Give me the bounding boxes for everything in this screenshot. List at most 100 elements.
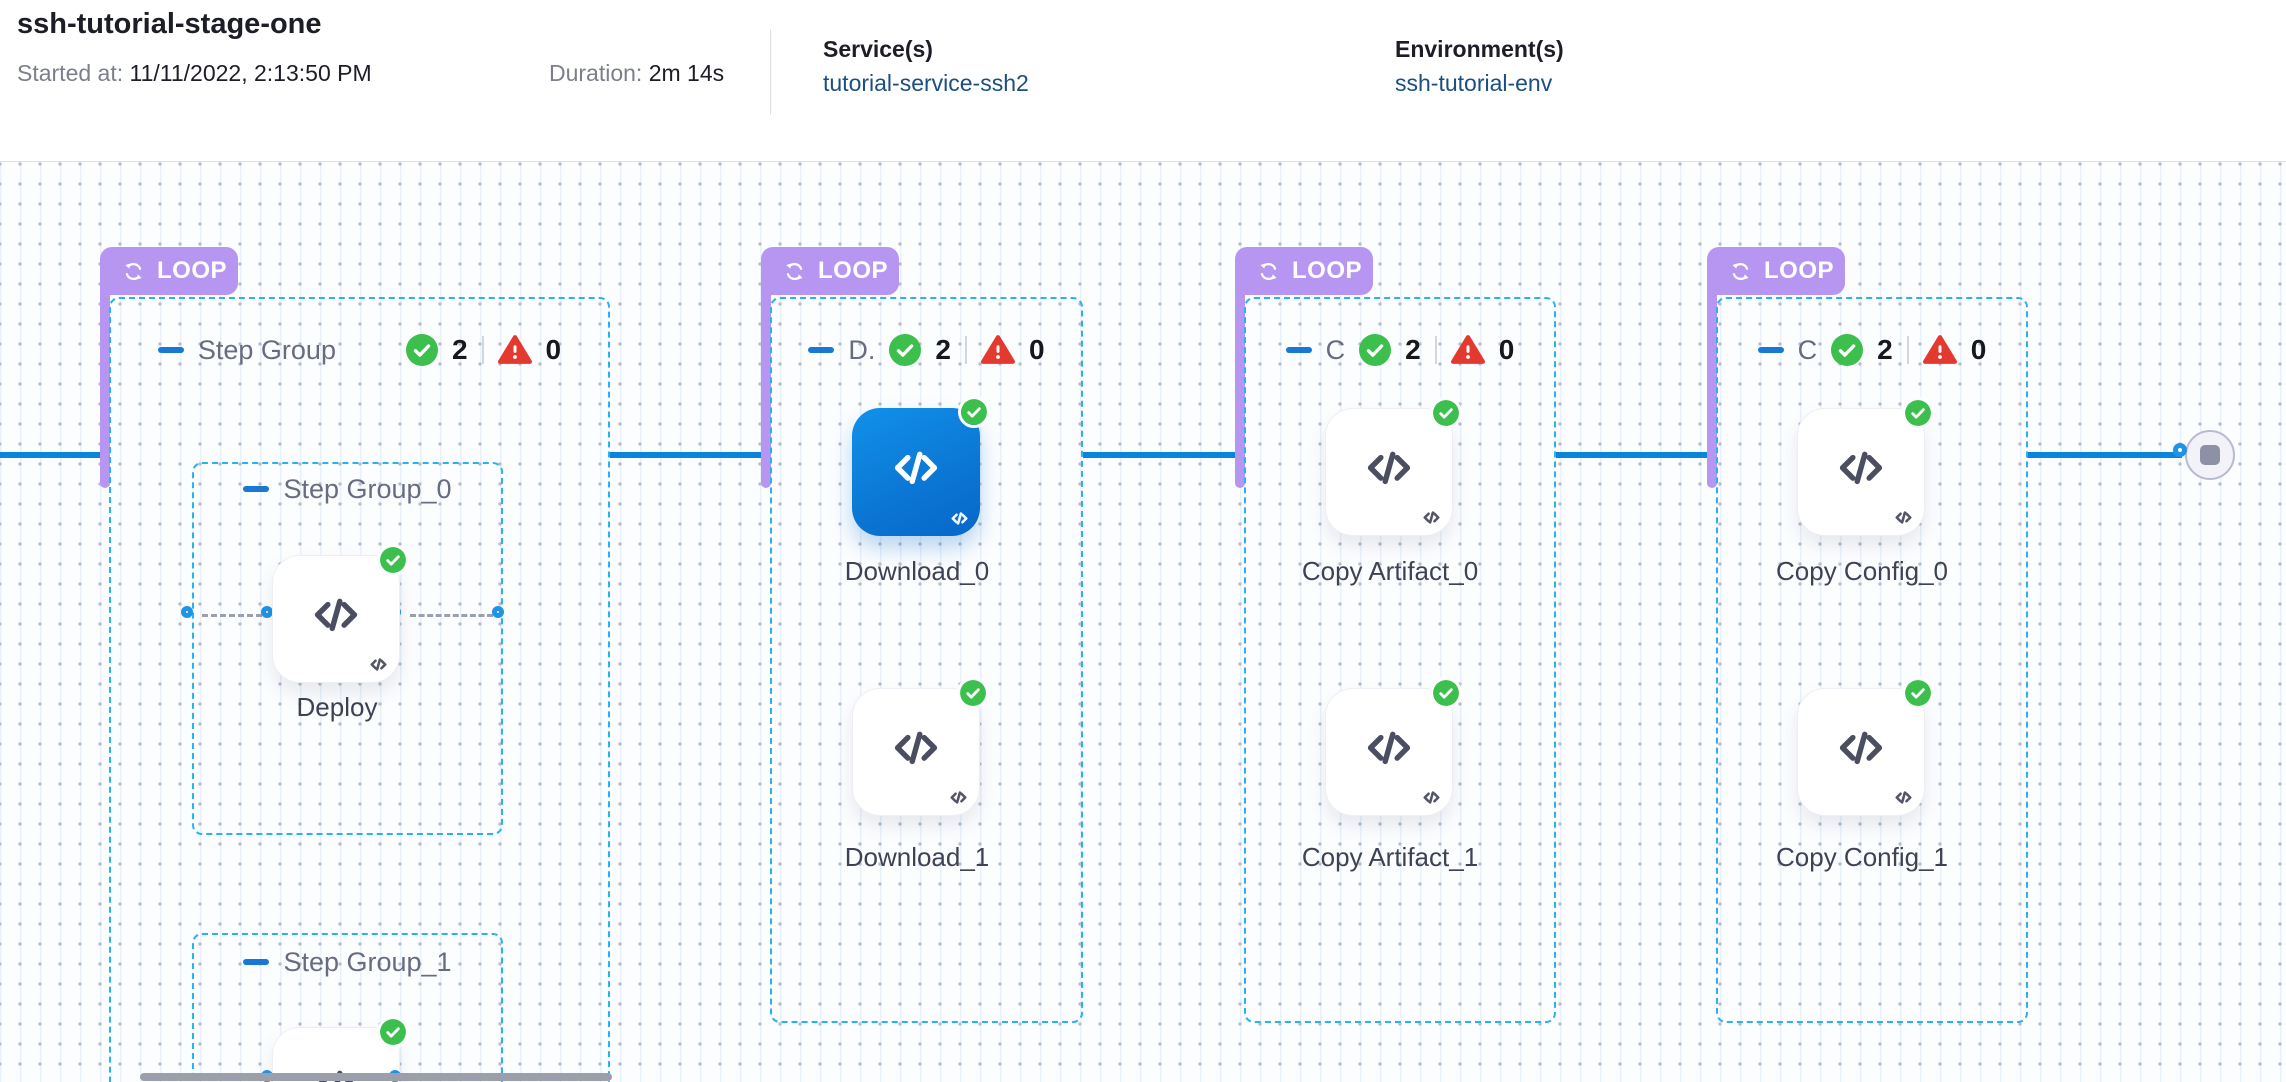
horizontal-scrollbar-thumb[interactable] (140, 1073, 612, 1081)
group-header-4: C 2 0 (1716, 330, 2028, 370)
duration-value: 2m 14s (648, 60, 725, 86)
step-node-copy-artifact-0[interactable] (1325, 397, 1462, 536)
check-circle-icon (958, 396, 990, 428)
connector-pin (181, 606, 193, 618)
code-brackets-icon (310, 589, 362, 641)
step-group-box-1 (109, 297, 610, 1082)
group-title: C (1797, 334, 1818, 365)
loop-ribbon (761, 270, 771, 488)
flow-line (2027, 452, 2182, 458)
code-brackets-icon (1363, 442, 1415, 494)
flow-line (0, 452, 110, 458)
header-divider (770, 30, 771, 114)
loop-ribbon (100, 270, 110, 488)
step-label: Copy Artifact_1 (1301, 842, 1479, 872)
code-brackets-icon (950, 509, 969, 528)
check-circle-icon (1831, 334, 1863, 366)
loop-ribbon (1707, 270, 1717, 488)
step-group-box-2 (770, 297, 1083, 1023)
loop-badge-label: LOOP (1764, 257, 1835, 284)
code-brackets-icon (1894, 508, 1913, 527)
step-node-copy-artifact-1[interactable] (1325, 677, 1462, 816)
collapse-icon[interactable] (243, 959, 270, 965)
warning-triangle-icon (981, 333, 1015, 367)
services-label: Service(s) (823, 36, 933, 62)
environment-link[interactable]: ssh-tutorial-env (1395, 70, 1553, 96)
check-circle-icon (1902, 397, 1934, 429)
group-header-2: D. 2 0 (770, 330, 1083, 370)
failed-count: 0 (1029, 334, 1045, 365)
loop-badge[interactable]: LOOP (1707, 247, 1845, 295)
group-title: Step Group (197, 334, 336, 365)
collapse-icon[interactable] (808, 347, 835, 353)
step-group-box-3 (1244, 297, 1556, 1023)
check-circle-icon (377, 1016, 409, 1048)
stage-title: ssh-tutorial-stage-one (17, 8, 322, 40)
connector-pin (261, 606, 273, 618)
loop-arrows-icon (120, 258, 147, 285)
count-divider (1906, 336, 1909, 364)
check-circle-icon (1430, 677, 1462, 709)
check-circle-icon (1359, 334, 1391, 366)
success-count: 2 (1877, 334, 1893, 365)
pipeline-canvas[interactable]: LOOP LOOP LOOP LOOP Step Group 2 0 (0, 162, 2286, 1082)
step-node-copy-config-0[interactable] (1797, 397, 1934, 536)
stop-circle-icon (2185, 430, 2235, 480)
success-count: 2 (935, 334, 951, 365)
step-label: Deploy (296, 692, 378, 722)
inner-step-group-1-box (192, 933, 503, 1082)
count-divider (481, 336, 484, 364)
step-node-download-1[interactable] (852, 677, 989, 816)
code-brackets-icon (369, 655, 388, 674)
failed-count: 0 (1498, 334, 1515, 365)
code-brackets-icon (1835, 442, 1887, 494)
environments-label: Environment(s) (1395, 36, 1564, 62)
check-circle-icon (377, 544, 409, 576)
inner-step-group-0-box (192, 462, 503, 835)
collapse-icon[interactable] (1285, 347, 1312, 353)
failed-count: 0 (545, 334, 562, 365)
connector-pin (492, 606, 504, 618)
stop-square (2200, 445, 2220, 465)
step-node-partial[interactable] (272, 1016, 409, 1082)
loop-badge-label: LOOP (818, 257, 889, 284)
count-divider (1434, 336, 1437, 364)
check-circle-icon (889, 334, 921, 366)
step-node-copy-config-1[interactable] (1797, 677, 1934, 816)
code-brackets-icon (890, 722, 942, 774)
group-header-3: C 2 0 (1244, 330, 1556, 370)
step-node-download-0[interactable] (852, 396, 990, 536)
group-header-1: Step Group 2 0 (109, 330, 610, 370)
group-title: C (1325, 334, 1346, 365)
step-label: Copy Artifact_0 (1301, 556, 1479, 586)
inner-group-header-1: Step Group_1 (192, 945, 503, 979)
check-circle-icon (957, 677, 989, 709)
collapse-icon[interactable] (157, 347, 184, 353)
code-brackets-icon (890, 442, 942, 494)
collapse-icon[interactable] (1757, 347, 1784, 353)
stage-header: ssh-tutorial-stage-one Started at: 11/11… (0, 0, 2286, 162)
warning-triangle-icon (1923, 333, 1957, 367)
flow-line (1083, 452, 1237, 458)
connector-pin (2173, 443, 2187, 457)
count-divider (965, 336, 967, 364)
collapse-icon[interactable] (243, 486, 270, 492)
loop-badge[interactable]: LOOP (100, 247, 238, 295)
connector-dashed-line (202, 614, 262, 617)
code-brackets-icon (1835, 722, 1887, 774)
warning-triangle-icon (1451, 333, 1485, 367)
loop-badge-label: LOOP (1292, 257, 1363, 284)
duration: Duration: 2m 14s (549, 60, 724, 87)
duration-label: Duration: (549, 60, 643, 86)
loop-badge[interactable]: LOOP (761, 247, 899, 295)
failed-count: 0 (1970, 334, 1987, 365)
code-brackets-icon (949, 788, 968, 807)
warning-triangle-icon (498, 333, 532, 367)
connector-dashed-line (410, 614, 493, 617)
step-node-deploy[interactable] (272, 544, 409, 683)
step-group-box-4 (1716, 297, 2028, 1023)
flow-line (610, 452, 770, 458)
service-link[interactable]: tutorial-service-ssh2 (823, 70, 1029, 96)
loop-badge[interactable]: LOOP (1235, 247, 1373, 295)
